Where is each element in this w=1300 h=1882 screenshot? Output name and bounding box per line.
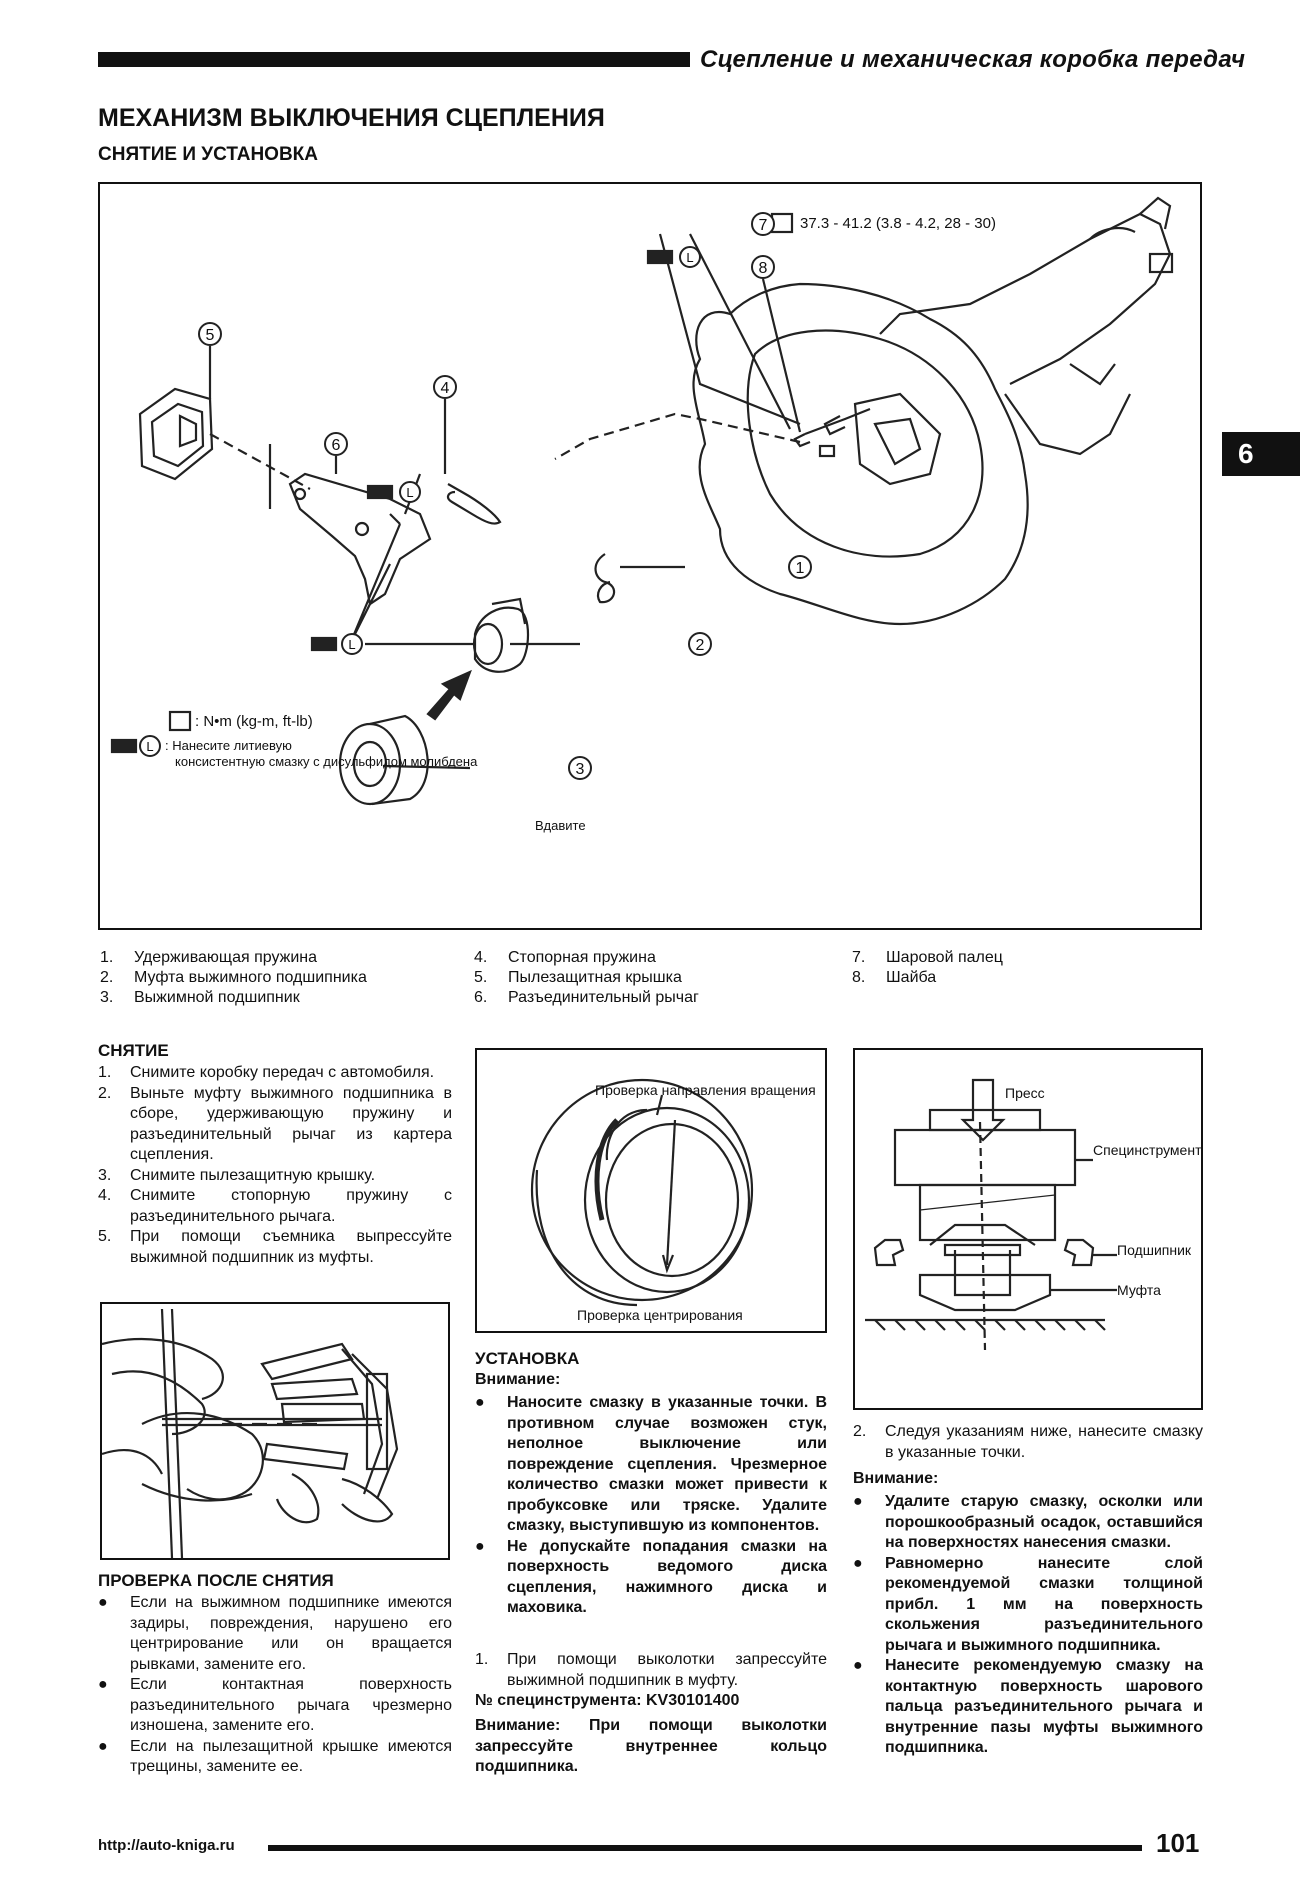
bearing-check-figure: Проверка направления вращения Проверка ц… xyxy=(475,1048,827,1333)
callout-1: 1 xyxy=(796,560,805,577)
installation-cautions: ●Наносите смазку в указанные точки. В пр… xyxy=(475,1393,827,1619)
lube-mark-1: L xyxy=(686,250,693,265)
lube-mark-2: L xyxy=(406,485,413,500)
press-fit-drawing: Пресс Специнструмент Подшипник Муфта xyxy=(865,1078,1201,1351)
list-item: ●Равномерно нанесите слой рекомендуемой … xyxy=(853,1554,1203,1654)
inspection-list: ●Если на выжимном подшипнике имеются зад… xyxy=(98,1593,452,1778)
list-item: 3.Снимите пылезащитную крышку. xyxy=(98,1166,376,1184)
callout-5: 5 xyxy=(206,327,215,344)
right-cautions: ●Удалите старую смазку, осколки или поро… xyxy=(853,1492,1203,1759)
list-item: ●Удалите старую смазку, осколки или поро… xyxy=(853,1493,1203,1551)
footer-rule xyxy=(268,1845,1142,1851)
callout-2: 2 xyxy=(696,637,705,654)
parts-legend-col3: 7.Шаровой палец 8.Шайба xyxy=(852,948,1003,988)
bearing-label: Подшипник xyxy=(1117,1242,1192,1258)
list-item: ●Не допускайте попадания смазки на повер… xyxy=(475,1537,827,1617)
parts-legend-col2: 4.Стопорная пружина 5.Пылезащитная крышк… xyxy=(474,948,699,1008)
list-item: ●Нанесите рекомендуемую смазку на контак… xyxy=(853,1657,1203,1756)
legend-torque: : N•m (kg-m, ft-lb) xyxy=(195,713,313,730)
press-fit-figure: Пресс Специнструмент Подшипник Муфта xyxy=(853,1048,1203,1410)
section-subtitle: СНЯТИЕ И УСТАНОВКА xyxy=(98,144,318,165)
page-number: 101 xyxy=(1156,1828,1200,1858)
header-rule xyxy=(98,52,690,67)
legend-lube-2: консистентную смазку с дисульфидом молиб… xyxy=(175,754,478,769)
special-tool-line: № специнструмента: KV30101400 xyxy=(475,1692,740,1709)
list-item: 1.При помощи выколотки запрессуйте выжим… xyxy=(475,1651,827,1689)
installation-step-1: 1.При помощи выколотки запрессуйте выжим… xyxy=(475,1650,827,1691)
footer-url[interactable]: http://auto-kniga.ru xyxy=(98,1837,235,1854)
list-item: ●Если на пылезащитной крышке имеются тре… xyxy=(98,1737,452,1776)
exploded-view-figure: 1 2 3 4 5 6 7 8 L L L L 37.3 - 41.2 ( xyxy=(98,182,1202,930)
installation-step-2: 2.Следуя указаниям ниже, нанесите смазку… xyxy=(853,1422,1203,1463)
running-header-title: Сцепление и механическая коробка передач xyxy=(700,46,1246,73)
section-title: МЕХАНИЗМ ВЫКЛЮЧЕНИЯ СЦЕПЛЕНИЯ xyxy=(98,104,605,132)
push-label: Вдавите xyxy=(535,818,586,833)
list-item: 4.Снимите стопорную пружину с разъединит… xyxy=(98,1187,452,1225)
rotation-check-label: Проверка направления вращения xyxy=(595,1082,816,1098)
legend-item: 6.Разъединительный рычаг xyxy=(474,989,699,1006)
legend-item: 5.Пылезащитная крышка xyxy=(474,969,682,986)
sleeve-label: Муфта xyxy=(1117,1282,1161,1298)
callout-3: 3 xyxy=(576,761,585,778)
removal-steps: 1.Снимите коробку передач с автомобиля. … xyxy=(98,1063,452,1268)
right-caution-label: Внимание: xyxy=(853,1470,939,1487)
list-item: ●Наносите смазку в указанные точки. В пр… xyxy=(475,1394,827,1534)
legend-item: 8.Шайба xyxy=(852,969,937,986)
torque-spec: 37.3 - 41.2 (3.8 - 4.2, 28 - 30) xyxy=(800,215,996,232)
callout-8: 8 xyxy=(759,260,768,277)
puller-drawing xyxy=(102,1308,399,1558)
installation-heading: УСТАНОВКА xyxy=(475,1349,580,1368)
special-tool-label: Специнструмент xyxy=(1093,1142,1201,1158)
list-item: ●Если контактная поверхность разъедините… xyxy=(98,1676,452,1734)
removal-heading: СНЯТИЕ xyxy=(98,1041,169,1060)
callout-7: 7 xyxy=(759,217,768,234)
bearing-check-drawing: Проверка направления вращения Проверка ц… xyxy=(530,1078,816,1323)
legend-lube-1: : Нанесите литиевую xyxy=(165,738,292,753)
legend-item: 4.Стопорная пружина xyxy=(474,949,656,966)
list-item: 5.При помощи съемника выпрессуйте выжимн… xyxy=(98,1228,452,1266)
puller-figure xyxy=(100,1302,450,1560)
installation-caution-2: Внимание: При помощи выколотки запрессуй… xyxy=(475,1717,827,1775)
legend-item: 1.Удерживающая пружина xyxy=(100,949,318,966)
lube-mark-3: L xyxy=(348,637,355,652)
exploded-view-drawing: 1 2 3 4 5 6 7 8 L L L L 37.3 - 41.2 ( xyxy=(110,196,1174,833)
centering-check-label: Проверка центрирования xyxy=(577,1307,743,1323)
lube-mark-legend: L xyxy=(146,739,153,754)
installation-caution-label: Внимание: xyxy=(475,1371,561,1388)
list-item: 2.Выньте муфту выжимного подшипника в сб… xyxy=(98,1084,452,1164)
list-item: ●Если на выжимном подшипнике имеются зад… xyxy=(98,1594,452,1673)
callout-4: 4 xyxy=(441,380,450,397)
parts-legend-col1: 1.Удерживающая пружина 2.Муфта выжимного… xyxy=(100,948,367,1008)
inspection-heading: ПРОВЕРКА ПОСЛЕ СНЯТИЯ xyxy=(98,1571,334,1590)
callout-6: 6 xyxy=(332,437,341,454)
list-item: 2.Следуя указаниям ниже, нанесите смазку… xyxy=(853,1423,1203,1461)
legend-item: 2.Муфта выжимного подшипника xyxy=(100,969,367,986)
list-item: 1.Снимите коробку передач с автомобиля. xyxy=(98,1064,435,1081)
press-label: Пресс xyxy=(1005,1085,1045,1101)
chapter-tab[interactable]: 6 xyxy=(1222,432,1300,476)
legend-item: 7.Шаровой палец xyxy=(852,949,1003,966)
legend-item: 3.Выжимной подшипник xyxy=(100,989,300,1006)
